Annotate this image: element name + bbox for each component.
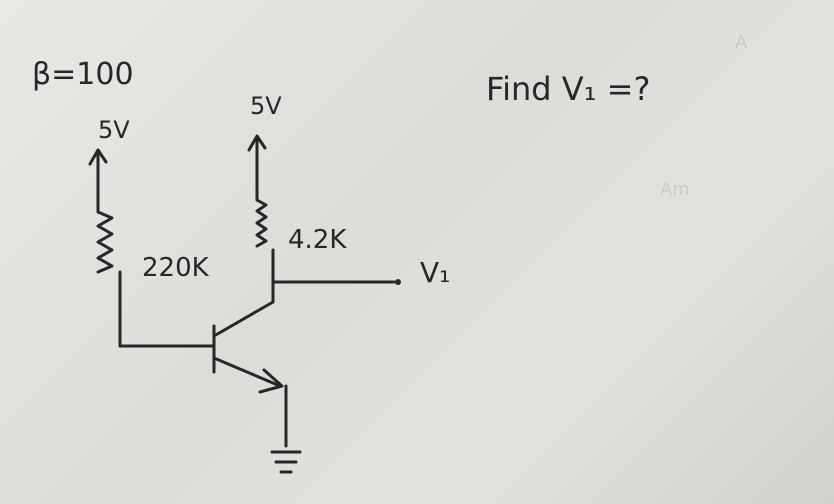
- beta-label: β=100: [32, 57, 134, 92]
- npn-transistor-symbol: [212, 300, 284, 394]
- output-label: V₁: [420, 256, 450, 289]
- collector-resistor-label: 4.2K: [288, 225, 347, 255]
- bleed-through-text-2: Am: [660, 179, 690, 200]
- base-resistor-symbol: [96, 210, 114, 274]
- right-supply-label: 5V: [250, 92, 282, 120]
- right-supply-arrow: [247, 134, 267, 202]
- left-supply-label: 5V: [98, 116, 130, 144]
- question-text: Find V₁ =?: [486, 70, 650, 108]
- output-node-dot: [395, 279, 401, 285]
- collector-resistor-symbol: [255, 198, 268, 248]
- ground-icon: [270, 450, 302, 474]
- bleed-through-text-1: A: [735, 32, 748, 53]
- base-resistor-label: 220K: [142, 253, 210, 283]
- left-supply-arrow: [88, 148, 108, 214]
- base-wire: [118, 270, 214, 348]
